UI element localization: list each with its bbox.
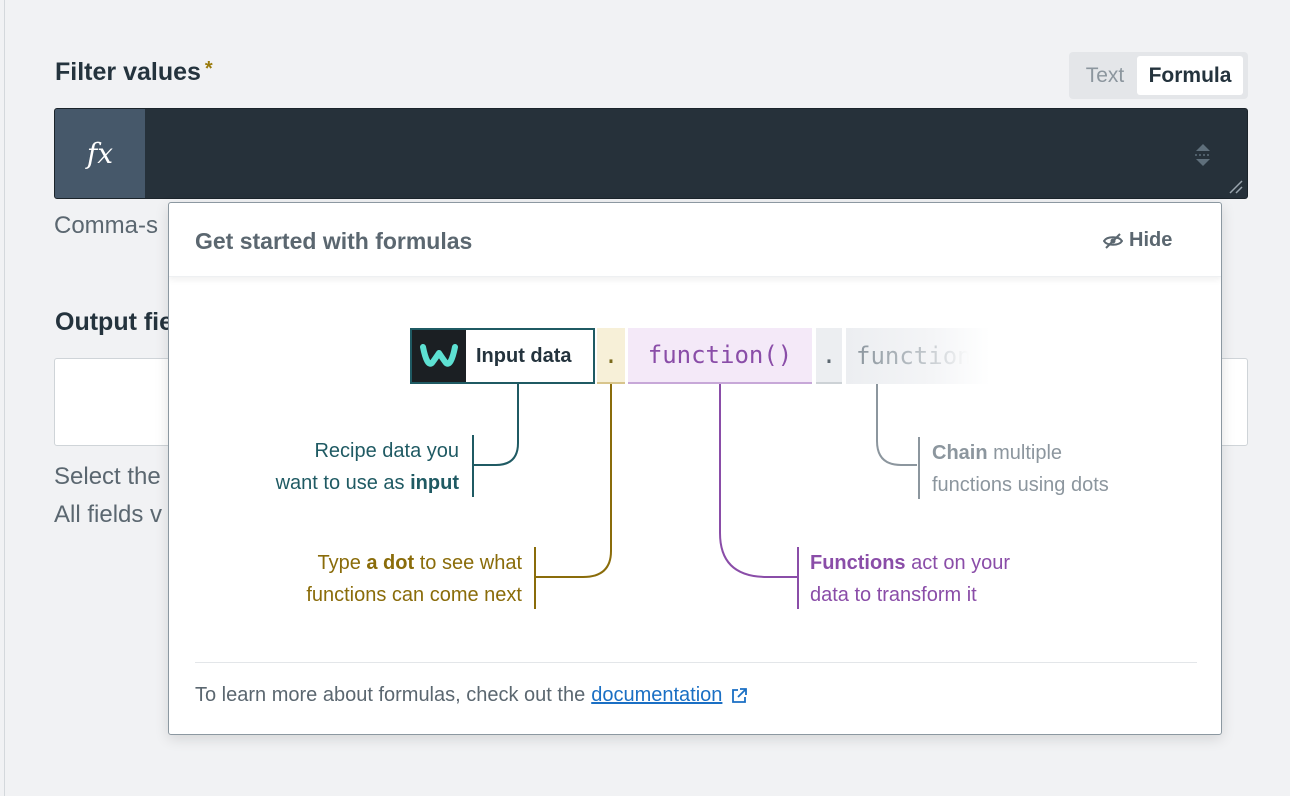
annotation-function-line1: Functions act on your <box>810 552 1011 574</box>
chip-function-faded: function <box>846 328 990 384</box>
connector-function <box>719 384 797 578</box>
footer-text: To learn more about formulas, check out … <box>195 684 586 706</box>
chip-function: function() <box>628 328 812 384</box>
annotation-dot-line2: functions can come next <box>306 584 522 606</box>
annotation-function-line2: data to transform it <box>810 584 977 606</box>
stepper-icon[interactable] <box>1191 142 1215 168</box>
chip-dot-chain: . <box>816 328 842 384</box>
mode-toggle: Text Formula <box>1069 52 1248 99</box>
annotation-dot-line1: Type a dot to see what <box>317 552 522 574</box>
annotation-chain-line1: Chain multiple <box>932 442 1063 464</box>
chip-function-faded-label: function <box>856 342 972 370</box>
output-field-helper: Select the All fields v <box>54 458 162 534</box>
diagram-connectors <box>472 384 920 609</box>
popover-header: Get started with formulas Hide <box>169 203 1221 277</box>
external-link-icon[interactable] <box>730 687 748 705</box>
output-helper-line2: All fields v <box>54 501 163 528</box>
connector-chain <box>876 384 917 466</box>
annotation-dot: Type a dot to see what functions can com… <box>249 547 522 611</box>
hide-button[interactable]: Hide <box>1103 229 1172 252</box>
field-label-text: Filter values <box>55 58 201 86</box>
annotation-input-line2: want to use as input <box>275 472 459 494</box>
popover-title: Get started with formulas <box>195 228 473 254</box>
annotation-input: Recipe data you want to use as input <box>227 435 459 499</box>
chip-input-data: Input data <box>410 328 595 384</box>
workato-logo-icon <box>412 330 466 382</box>
documentation-link[interactable]: documentation <box>591 684 723 706</box>
fx-icon: fx <box>55 109 145 198</box>
annotation-function: Functions act on your data to transform … <box>810 547 1010 611</box>
formula-help-popover: Get started with formulas Hide Input dat… <box>168 202 1222 735</box>
connector-dot <box>536 384 612 578</box>
hide-label: Hide <box>1129 229 1173 251</box>
chip-input-label: Input data <box>476 344 572 367</box>
popover-divider <box>195 662 1197 663</box>
field-helper-text: Comma-s <box>54 212 159 239</box>
page-edge <box>4 0 5 796</box>
formula-input[interactable]: fx <box>54 108 1248 199</box>
annotation-chain: Chain multiple functions using dots <box>932 437 1109 501</box>
resize-grip-icon[interactable] <box>1227 178 1243 194</box>
output-helper-line1: Select the <box>54 463 161 490</box>
required-mark: * <box>204 58 213 80</box>
output-field-label: Output fie <box>55 308 174 336</box>
annotation-input-line1: Recipe data you <box>314 440 459 462</box>
popover-footer: To learn more about formulas, check out … <box>195 684 748 707</box>
mode-option-formula[interactable]: Formula <box>1137 56 1243 95</box>
field-label: Filter values* <box>55 58 213 87</box>
chip-dot: . <box>597 328 625 384</box>
eye-off-icon <box>1103 232 1123 249</box>
mode-option-text[interactable]: Text <box>1085 63 1125 87</box>
connector-input <box>474 384 519 466</box>
annotation-chain-line2: functions using dots <box>932 474 1109 496</box>
